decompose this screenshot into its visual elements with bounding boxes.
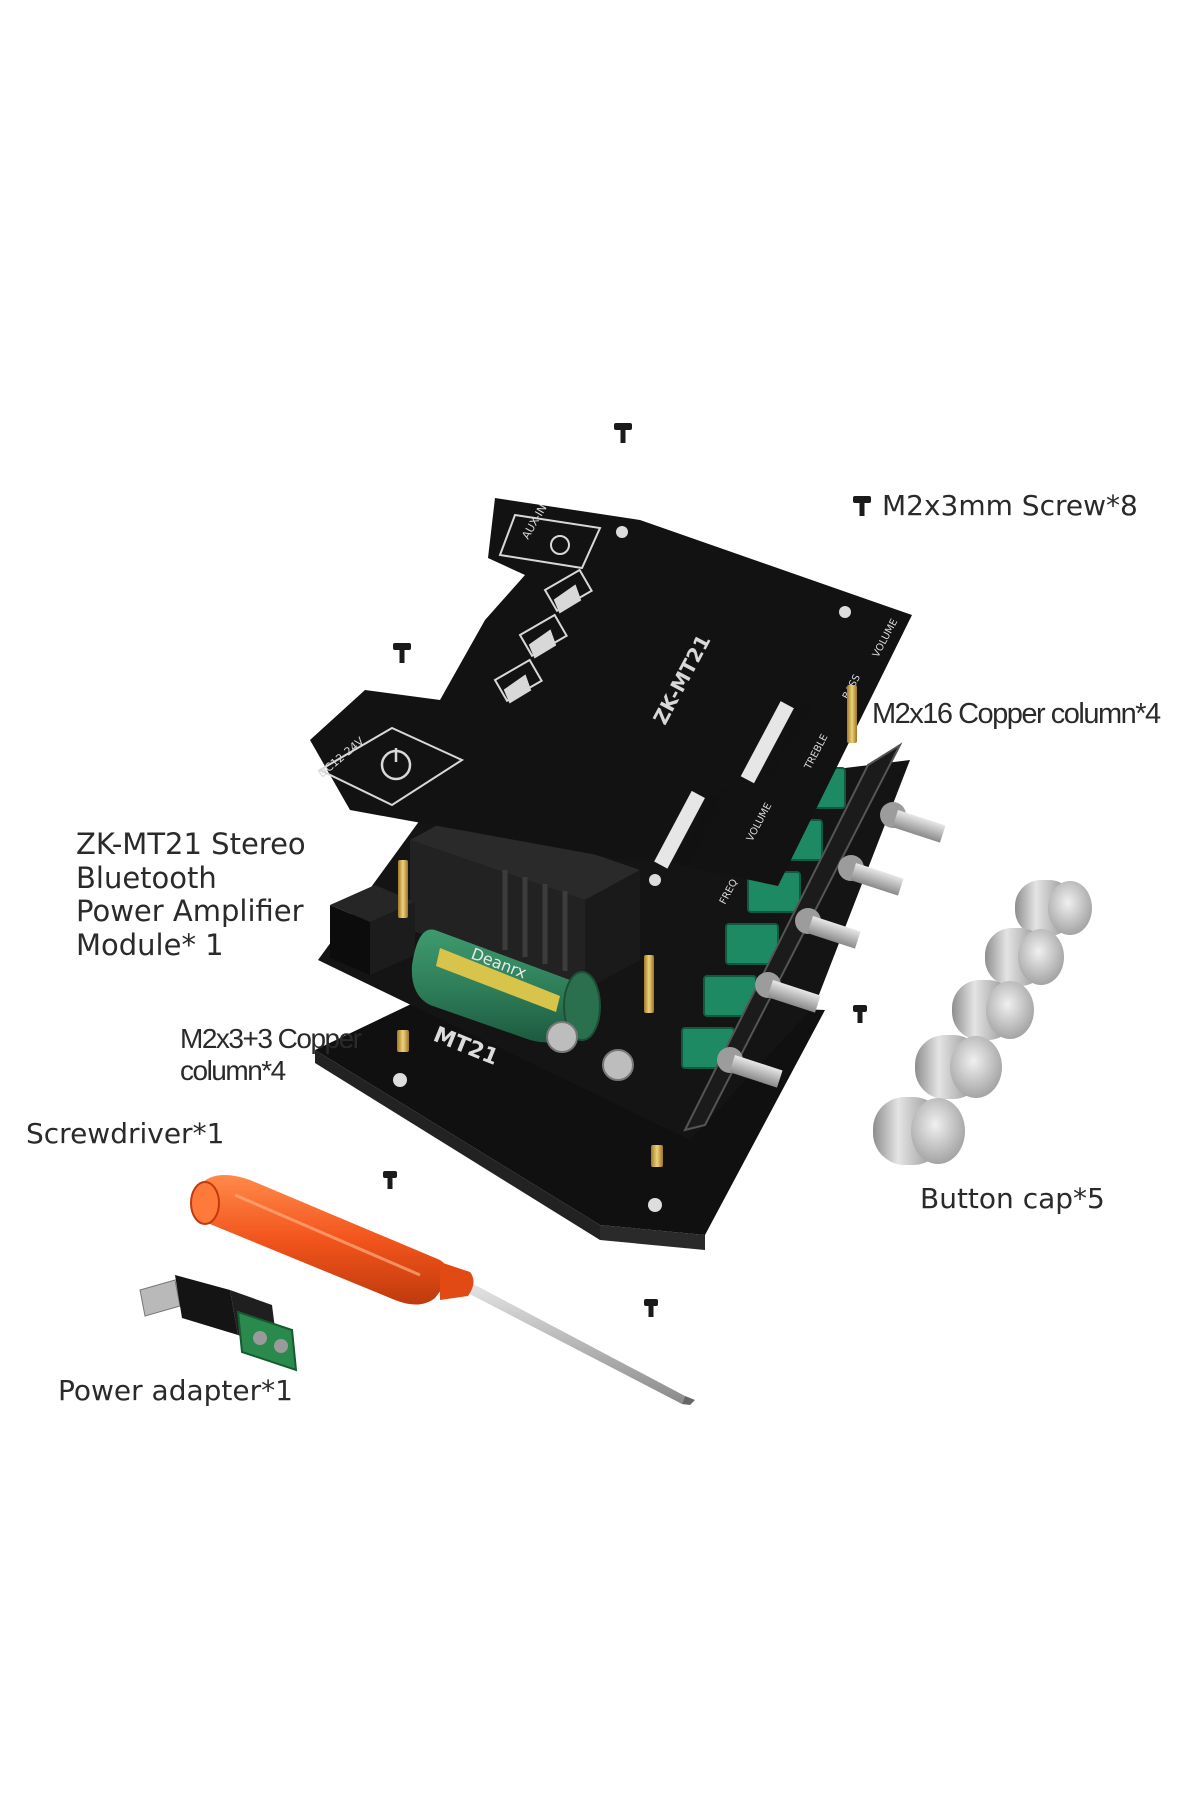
top-cover: DC12-24V AUX-IN ZK-MT21 SUBWOOFER [310,498,912,906]
copper-column-long [644,955,654,1013]
button-cap [915,1035,1002,1099]
copper-column-long [847,685,857,743]
screw-icon [393,643,411,663]
aux-in-marking [498,513,602,570]
button-cap [952,980,1034,1040]
label-copper-column-16: M2x16 Copper column*4 [872,698,1161,730]
button-cap [985,928,1064,986]
label-power-adapter: Power adapter*1 [58,1374,293,1407]
screwdriver [190,1175,695,1405]
speaker-icon [543,568,594,614]
copper-columns [397,685,857,1167]
screws [383,423,871,1317]
label-copper-column-3: M2x3+3 Copper column*4 [180,1023,362,1088]
headphone-jack-icon [550,535,570,555]
screw-icon [644,1299,658,1317]
button-caps [873,880,1092,1165]
label-module-line-3: Power Amplifier [76,894,304,929]
label-module-line-2: Bluetooth [76,860,217,895]
label-copper-column-3-line-2: column*4 [180,1055,286,1087]
speaker-outputs [493,568,594,704]
label-copper-column-3-line-1: M2x3+3 Copper [180,1023,362,1054]
power-adapter [139,1275,298,1372]
screw-icon [614,423,632,443]
copper-column-short [397,1030,409,1052]
small-capacitors [546,1021,634,1081]
copper-column-short [651,1145,663,1167]
button-cap [1015,880,1092,936]
speaker-icon [518,613,569,659]
speaker-icon [493,658,544,704]
potentiometers [717,802,946,1088]
power-switch-marking [317,726,465,807]
copper-column-long [398,860,408,918]
screw-icon [853,496,871,516]
heat-sink [410,810,640,990]
dc-jack [330,885,415,975]
button-cap [873,1097,965,1165]
label-module-line-4: Module* 1 [76,927,224,962]
electrolytic-capacitor: Deanrx [411,929,601,1043]
label-screw: M2x3mm Screw*8 [882,489,1138,522]
front-panel [683,742,903,1132]
screw-icon [853,1005,867,1023]
screw-icon [383,1171,397,1189]
label-module: ZK-MT21 Stereo Bluetooth Power Amplifier… [76,827,306,963]
label-module-line-1: ZK-MT21 Stereo [76,827,306,861]
label-screwdriver: Screwdriver*1 [26,1117,225,1150]
label-button-cap: Button cap*5 [920,1182,1105,1215]
